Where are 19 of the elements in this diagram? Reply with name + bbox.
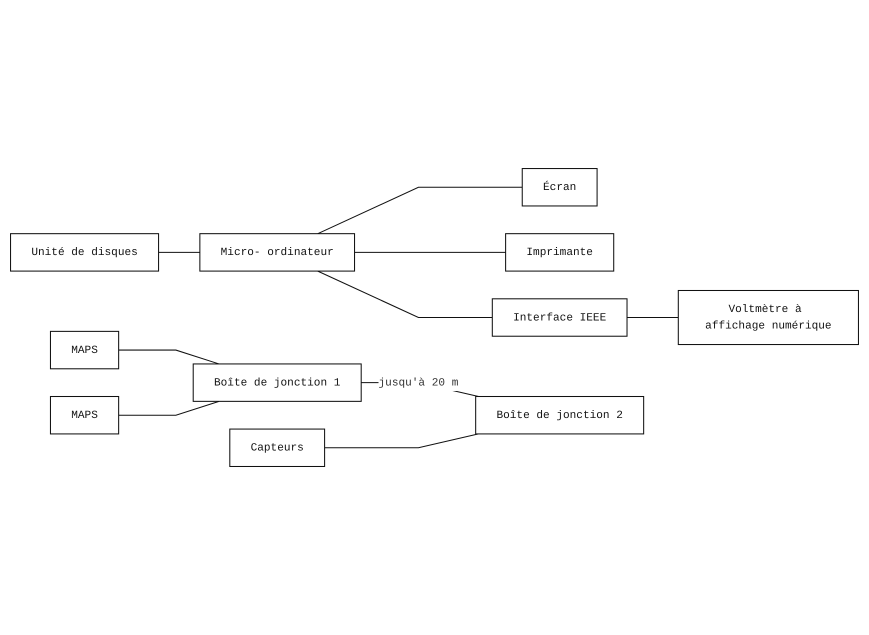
node-box: [678, 290, 859, 346]
connector: [118, 400, 220, 416]
block-diagram: jusqu'à 20 m Écran Imprimante MAPS MAPS Boîte de jonction 1 Unité de disques Micro- ordinateur Interface IEEE Voltmètre à affichage numérique Capteurs Boîte de jonction 2: [5, 162, 864, 472]
node-box: [50, 396, 120, 434]
node-box: [505, 233, 614, 272]
connector: [627, 316, 678, 318]
connector: [318, 270, 492, 318]
node-box: [199, 233, 356, 272]
connector: [158, 252, 200, 253]
connector: [324, 433, 479, 448]
node-box: [522, 168, 598, 206]
node-box: [192, 363, 362, 402]
connector: [354, 252, 506, 253]
node-box: [492, 298, 628, 337]
node-box: [475, 396, 644, 434]
connector: [318, 186, 522, 234]
node-box: [10, 233, 160, 272]
node-box: [229, 428, 326, 467]
node-box: [50, 330, 120, 370]
